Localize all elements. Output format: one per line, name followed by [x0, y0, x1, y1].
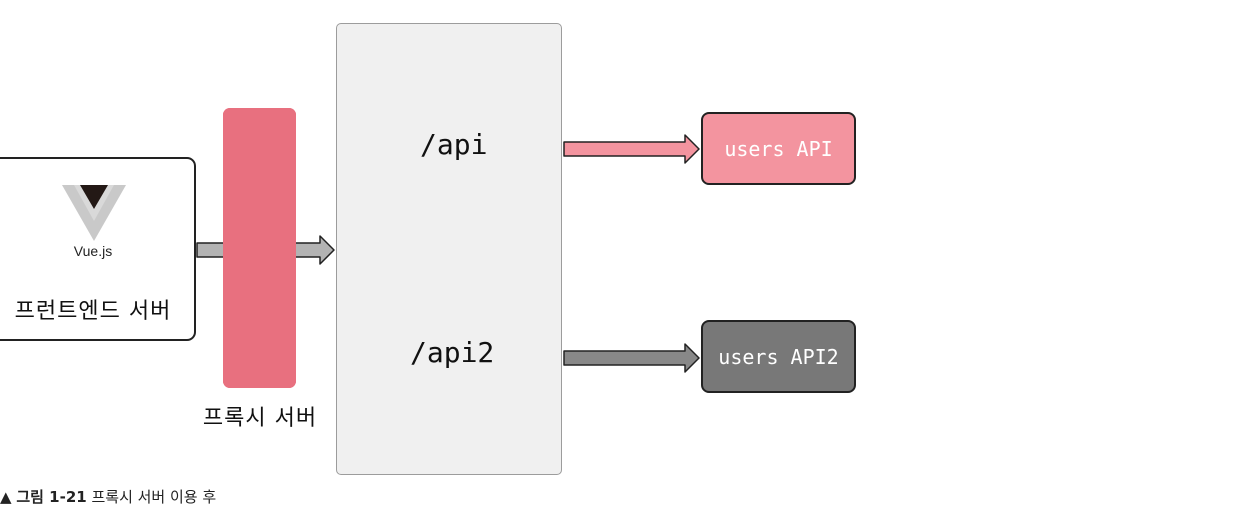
caption-text: 프록시 서버 이용 후: [91, 488, 217, 506]
route-api-label: /api: [420, 128, 488, 161]
users-api-box: users API: [701, 112, 856, 185]
caption-triangle-icon: ▲: [0, 488, 12, 506]
users-api2-label: users API2: [718, 344, 839, 369]
figure-caption: ▲ 그림 1-21 프록시 서버 이용 후: [0, 486, 216, 507]
api-to-users-api-arrow: [563, 134, 700, 164]
frontend-server-label: 프런트엔드 서버: [14, 299, 172, 324]
api-routes-container: [336, 23, 562, 475]
proxy-server-label: 프록시 서버: [202, 406, 318, 431]
route-api2-label: /api2: [410, 336, 495, 369]
vue-logo-label: Vue.js: [73, 243, 113, 259]
users-api2-box: users API2: [701, 320, 856, 393]
proxy-server-bar: [223, 108, 296, 388]
users-api-label: users API: [724, 136, 833, 161]
vue-logo-icon: [62, 185, 126, 241]
caption-figure-number: 그림 1-21: [16, 488, 87, 506]
api2-to-users-api2-arrow: [563, 343, 700, 373]
frontend-server-box: Vue.js 프런트엔드 서버: [0, 157, 196, 341]
